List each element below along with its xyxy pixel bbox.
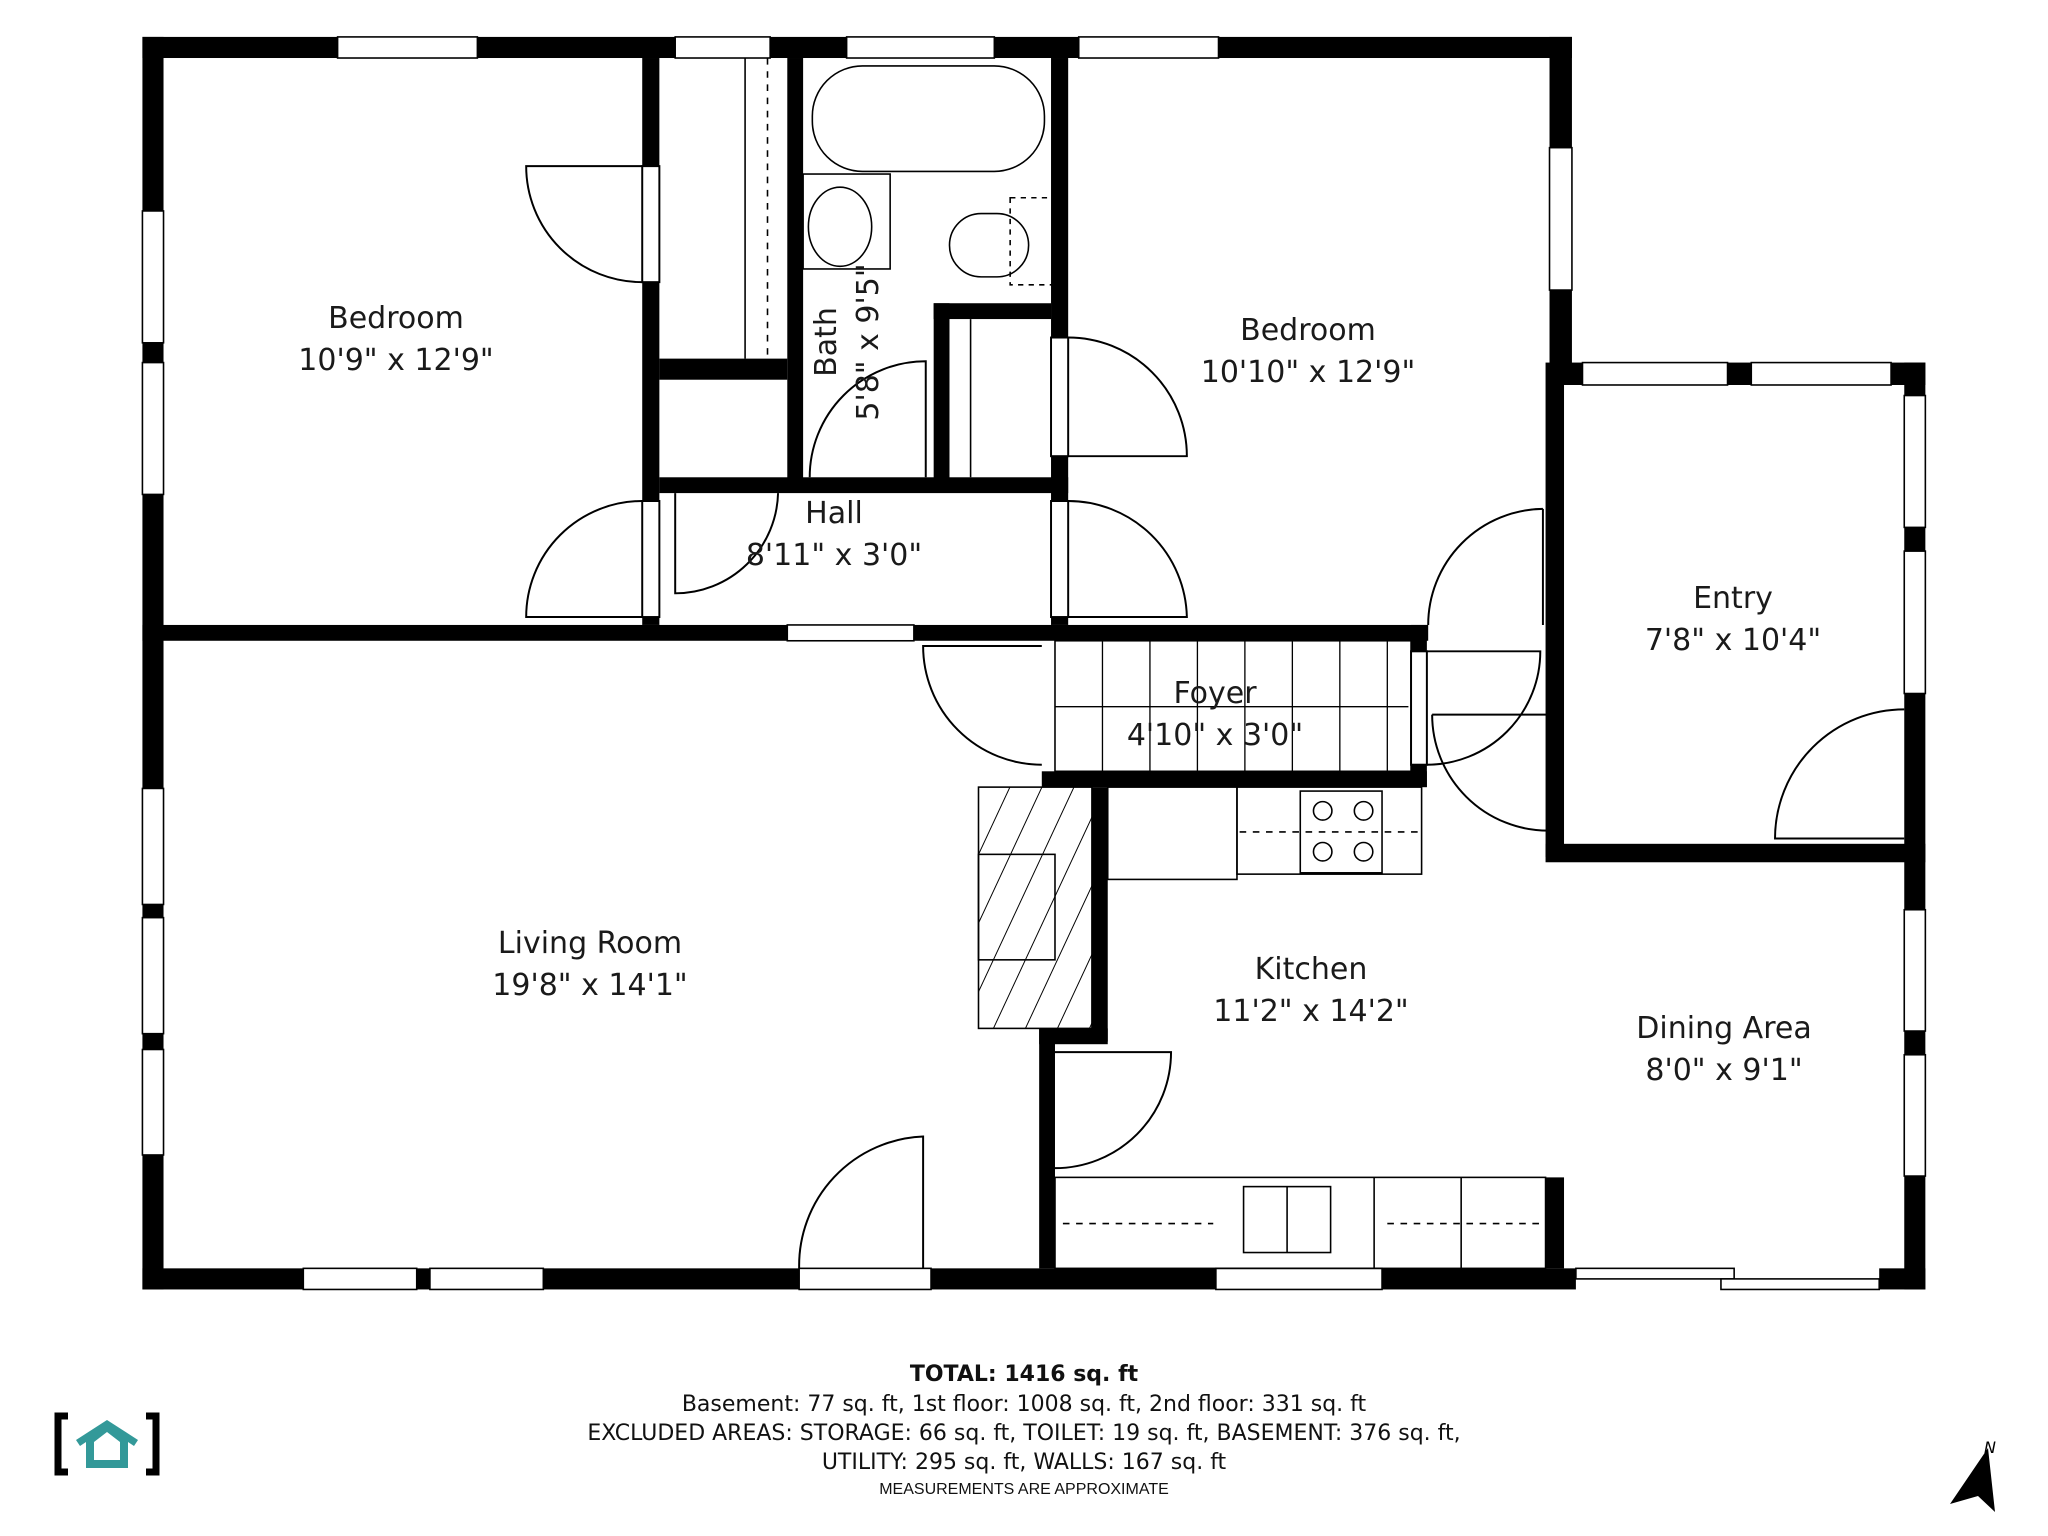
measurement-note: MEASUREMENTS ARE APPROXIMATE bbox=[879, 1481, 1169, 1498]
walls bbox=[142, 36, 1926, 1290]
room-label-entry: Entry 7'8" x 10'4" bbox=[1645, 578, 1821, 662]
room-dimensions: 8'11" x 3'0" bbox=[745, 538, 923, 573]
room-label-bedroom-1: Bedroom 10'9" x 12'9" bbox=[298, 298, 493, 382]
house-bracket-logo-icon bbox=[54, 1412, 160, 1476]
doors bbox=[525, 165, 1905, 1269]
total-area: TOTAL: 1416 sq. ft bbox=[909, 1362, 1139, 1387]
room-name: Bedroom bbox=[328, 301, 464, 336]
windows bbox=[141, 36, 1927, 1291]
room-label-foyer: Foyer 4'10" x 3'0" bbox=[1127, 673, 1303, 757]
north-label: N bbox=[1984, 1438, 1996, 1457]
room-dimensions: 10'10" x 12'9" bbox=[1200, 355, 1416, 390]
room-dimensions: 8'0" x 9'1" bbox=[1645, 1053, 1803, 1088]
room-name: Hall bbox=[805, 496, 863, 531]
room-name: Bedroom bbox=[1240, 313, 1376, 348]
north-arrow-icon bbox=[1950, 1448, 1995, 1512]
room-name: Bath bbox=[809, 307, 844, 377]
room-label-kitchen: Kitchen 11'2" x 14'2" bbox=[1213, 949, 1408, 1033]
room-dimensions: 11'2" x 14'2" bbox=[1213, 994, 1409, 1029]
room-dimensions: 7'8" x 10'4" bbox=[1644, 623, 1822, 658]
floor-areas: Basement: 77 sq. ft, 1st floor: 1008 sq.… bbox=[681, 1392, 1367, 1417]
room-label-dining-area: Dining Area 8'0" x 9'1" bbox=[1636, 1008, 1811, 1092]
excluded-areas-line-2: UTILITY: 295 sq. ft, WALLS: 167 sq. ft bbox=[821, 1450, 1227, 1475]
room-label-bedroom-2: Bedroom 10'10" x 12'9" bbox=[1201, 310, 1416, 394]
room-name: Foyer bbox=[1173, 676, 1257, 711]
room-name: Living Room bbox=[497, 926, 683, 961]
room-dimensions: 4'10" x 3'0" bbox=[1126, 718, 1304, 753]
fixtures bbox=[744, 58, 1547, 1270]
room-name: Entry bbox=[1693, 581, 1773, 616]
room-label-bath: Bath 5'8" x 9'5" bbox=[806, 263, 890, 420]
excluded-areas-line-1: EXCLUDED AREAS: STORAGE: 66 sq. ft, TOIL… bbox=[587, 1421, 1461, 1446]
room-name: Dining Area bbox=[1636, 1011, 1812, 1046]
room-label-living-room: Living Room 19'8" x 14'1" bbox=[492, 923, 687, 1007]
room-label-hall: Hall 8'11" x 3'0" bbox=[746, 493, 922, 577]
area-summary: TOTAL: 1416 sq. ft Basement: 77 sq. ft, … bbox=[0, 1360, 2048, 1503]
room-dimensions: 10'9" x 12'9" bbox=[298, 343, 494, 378]
room-name: Kitchen bbox=[1254, 952, 1368, 987]
room-dimensions: 19'8" x 14'1" bbox=[492, 968, 688, 1003]
compass: N bbox=[1940, 1438, 2010, 1518]
room-dimensions: 5'8" x 9'5" bbox=[851, 263, 886, 421]
